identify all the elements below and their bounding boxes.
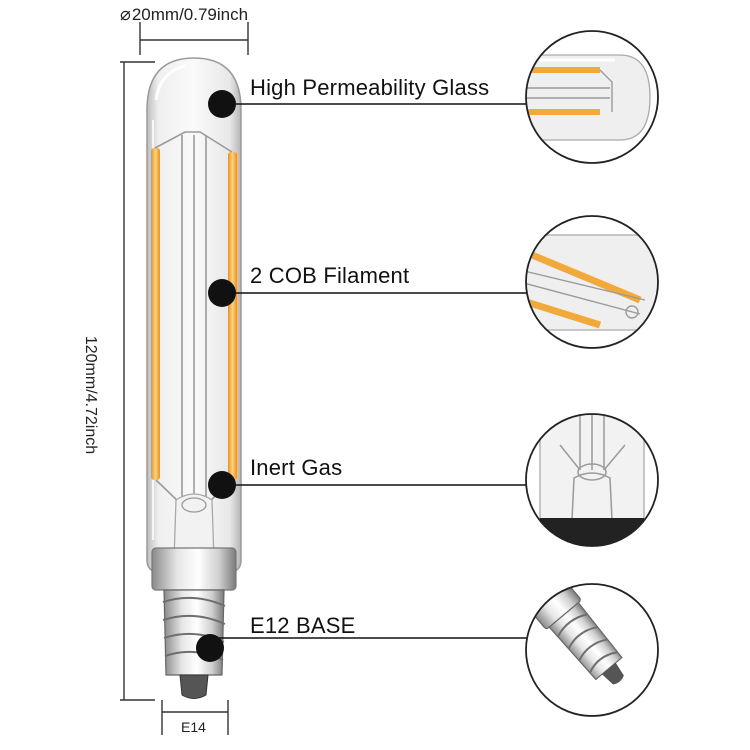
base-dimension bbox=[161, 700, 229, 735]
detail-filament bbox=[525, 215, 659, 349]
length-label: 120mm/4.72inch bbox=[82, 335, 99, 455]
detail-screw-base bbox=[525, 583, 659, 717]
length-dimension bbox=[120, 61, 155, 701]
dot-glass bbox=[208, 90, 236, 118]
callout-leaders bbox=[210, 103, 527, 639]
dot-filament bbox=[208, 279, 236, 307]
dot-base bbox=[196, 634, 224, 662]
cob-filaments bbox=[151, 148, 237, 480]
diameter-value: 20mm/0.79inch bbox=[131, 5, 249, 24]
callout-glass-label: High Permeability Glass bbox=[250, 75, 490, 100]
metal-collar bbox=[151, 547, 237, 591]
callout-gas-label: Inert Gas bbox=[250, 455, 343, 480]
callout-base-label: E12 BASE bbox=[250, 613, 356, 638]
callout-filament-label: 2 COB Filament bbox=[250, 263, 410, 288]
callout-dots bbox=[196, 90, 236, 662]
diameter-icon: ⌀ bbox=[120, 4, 131, 24]
base-size-label: E14 bbox=[181, 719, 206, 735]
diameter-label: ⌀20mm/0.79inch bbox=[120, 4, 248, 25]
diameter-dimension bbox=[139, 22, 249, 55]
detail-glass-tip bbox=[525, 30, 659, 164]
dot-gas bbox=[208, 471, 236, 499]
detail-gas-stem bbox=[525, 413, 659, 547]
